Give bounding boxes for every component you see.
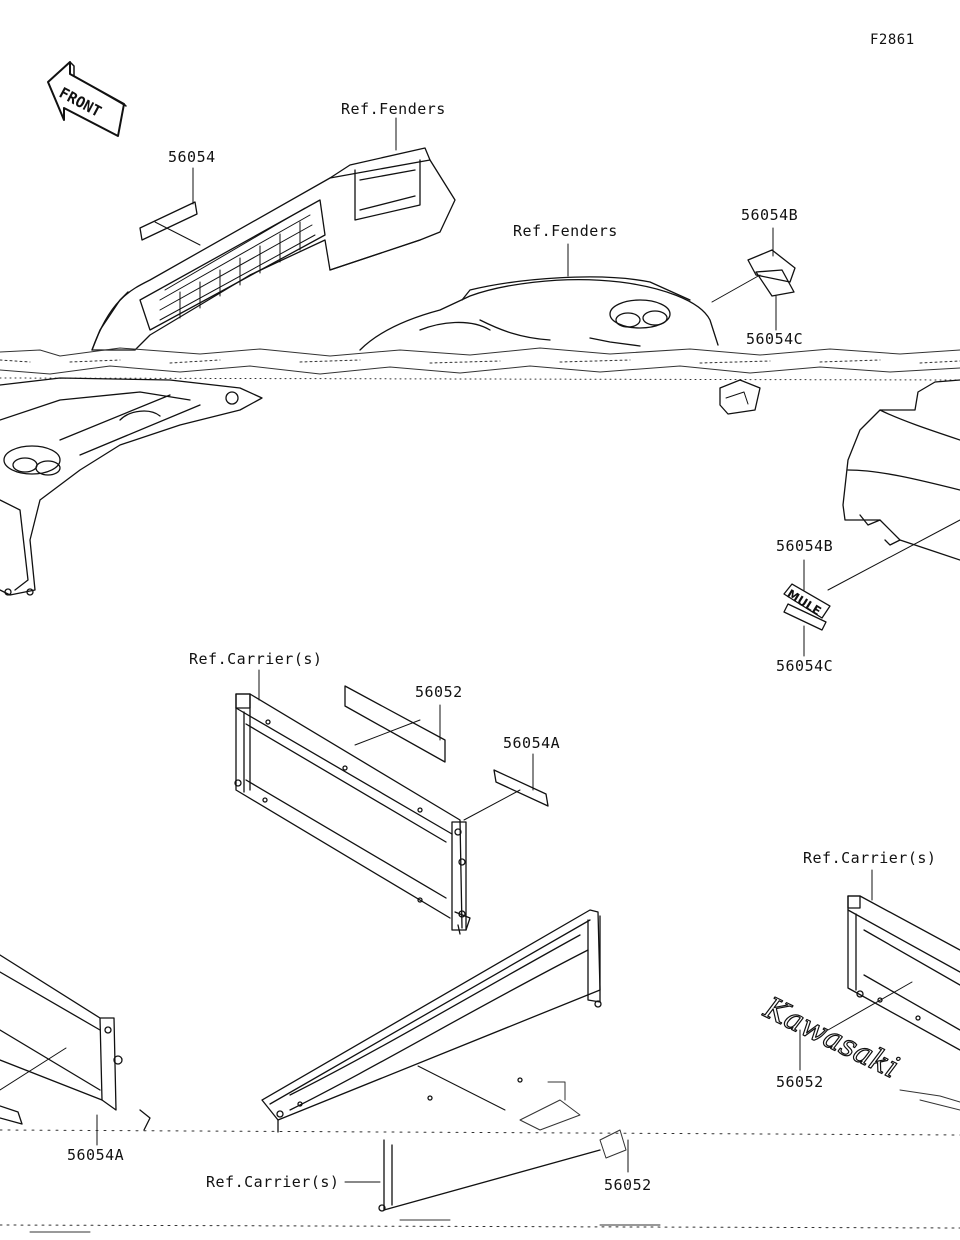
callout-part-56054b-2[interactable]: 56054B <box>776 537 834 555</box>
figure-id: F2861 <box>870 32 915 48</box>
decal-56054 <box>139 201 198 241</box>
front-fender-grille <box>91 147 456 351</box>
decal-kawasaki: Kawasaki <box>757 990 905 1087</box>
callout-ref-fenders-1[interactable]: Ref.Fenders <box>341 100 446 118</box>
callout-ref-carriers-2[interactable]: Ref.Carrier(s) <box>803 849 937 867</box>
rear-fender <box>359 276 719 351</box>
front-arrow-icon: FRONT <box>47 61 127 137</box>
bracket <box>719 379 761 415</box>
decal-56052-center <box>344 685 446 763</box>
carrier-panel-left <box>0 954 151 1131</box>
callout-part-56054a-2[interactable]: 56054A <box>67 1146 125 1164</box>
callout-ref-fenders-2[interactable]: Ref.Fenders <box>513 222 618 240</box>
callout-part-56054b-1[interactable]: 56054B <box>741 206 799 224</box>
callout-part-56054a-1[interactable]: 56054A <box>503 734 561 752</box>
right-fender <box>842 379 960 561</box>
callout-ref-carriers-1[interactable]: Ref.Carrier(s) <box>189 650 323 668</box>
callout-part-56052-2[interactable]: 56052 <box>776 1073 824 1091</box>
carrier-panel-center <box>234 693 471 935</box>
torn-band <box>0 347 960 381</box>
carrier-panel-right <box>847 895 960 1051</box>
callout-part-56052-1[interactable]: 56052 <box>415 683 463 701</box>
lower-left-fender <box>0 377 263 596</box>
callout-part-56054c-1[interactable]: 56054C <box>746 330 804 348</box>
decal-56054b-c-top <box>747 249 796 297</box>
callout-part-56052-3[interactable]: 56052 <box>604 1176 652 1194</box>
callout-ref-carriers-3[interactable]: Ref.Carrier(s) <box>206 1173 340 1191</box>
callout-part-56054c-2[interactable]: 56054C <box>776 657 834 675</box>
decal-mule: MULE <box>783 583 831 631</box>
decal-56054a-center <box>493 769 549 807</box>
callout-part-56054[interactable]: 56054 <box>168 148 216 166</box>
bottom-noise <box>0 1081 960 1233</box>
tailgate <box>261 909 602 1212</box>
svg-text:Kawasaki: Kawasaki <box>758 990 904 1085</box>
